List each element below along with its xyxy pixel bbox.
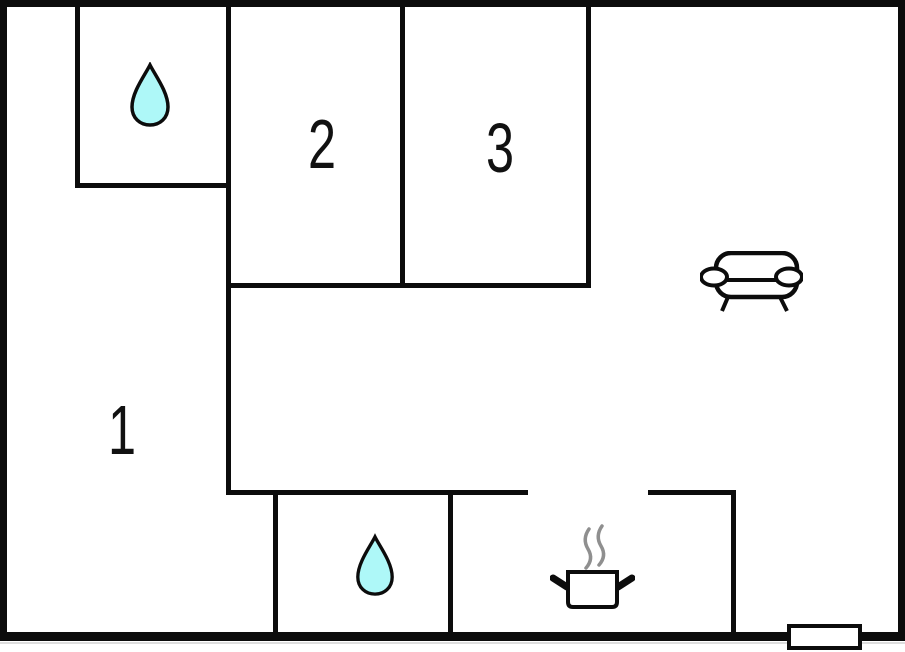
room-label-2: 2 [307,105,337,183]
cooking-pot-icon [550,524,635,609]
wall-bathroom2-kitchen-divider [448,490,453,632]
wall-lower-top-left-segment [226,490,528,495]
sofa-icon [700,251,803,312]
water-drop-icon [356,533,394,596]
wall-bathroom2-left [273,490,278,632]
room-label-3: 3 [485,109,515,187]
water-drop-icon [130,62,170,127]
wall-rooms-bottom [226,283,591,288]
wall-room3-right [586,7,591,288]
wall-room2-room3-divider [400,7,405,288]
wall-main-vertical [226,7,231,495]
wall-kitchen-right [731,490,736,632]
bottom-edge-shadow [0,642,905,644]
wall-bathroom1-left [75,7,80,188]
room-label-1: 1 [107,391,137,469]
wall-lower-top-right-segment [648,490,736,495]
wall-bathroom1-bottom [75,183,231,188]
door-marker [787,624,862,650]
